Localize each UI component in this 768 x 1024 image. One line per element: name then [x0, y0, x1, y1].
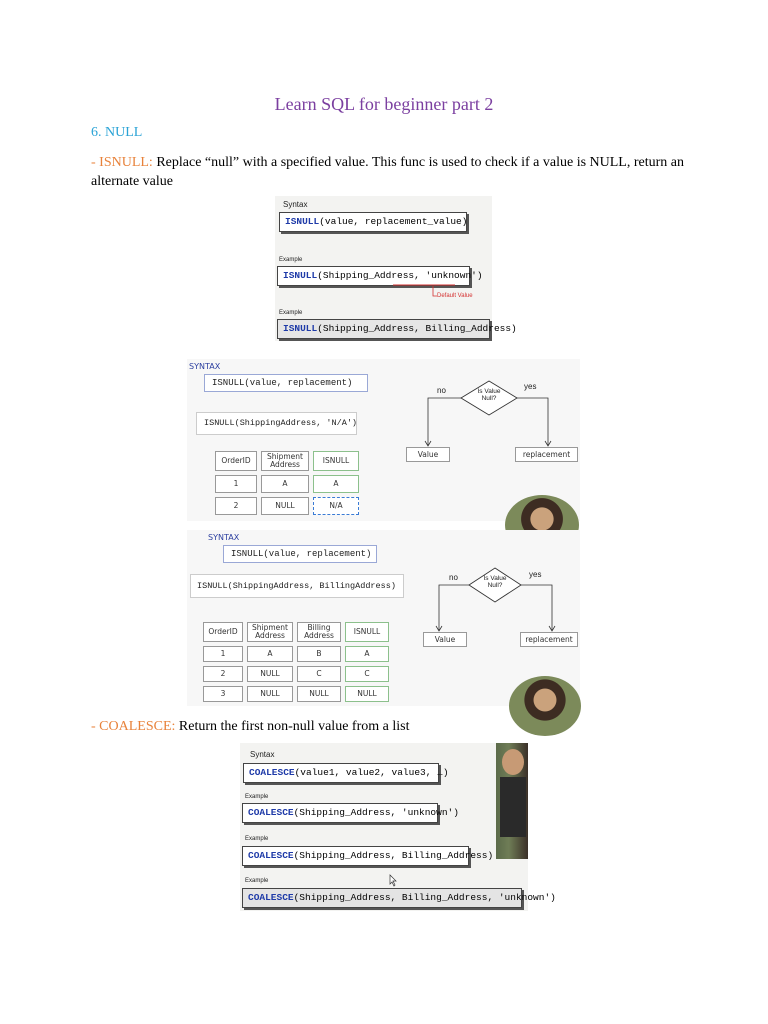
- table-cell: A: [313, 475, 359, 493]
- syntax-code: ISNULL(value, replacement): [204, 374, 368, 392]
- coalesce-example-code: COALESCE(Shipping_Address, 'unknown'): [242, 803, 459, 823]
- table-cell: 2: [203, 666, 243, 682]
- isnull-example-code-2: ISNULL(Shipping_Address, Billing_Address…: [277, 319, 517, 339]
- flow-replacement-box: replacement: [515, 447, 578, 462]
- flowchart: [424, 380, 552, 447]
- table-header: OrderID: [203, 622, 243, 642]
- syntax-label: SYNTAX: [189, 362, 221, 371]
- flowchart: [435, 567, 556, 632]
- flow-yes: yes: [529, 570, 542, 579]
- isnull-description: Replace “null” with a specified value. T…: [91, 155, 685, 189]
- cursor-icon: [389, 874, 397, 887]
- annotation-arrow: [393, 284, 455, 297]
- page-title: Learn SQL for beginner part 2: [274, 94, 494, 114]
- example-label: Example: [245, 878, 269, 884]
- example-label: Example: [245, 836, 269, 842]
- isnull-paragraph: - ISNULL: Replace “null” with a specifie…: [91, 153, 691, 191]
- example-code: ISNULL(ShippingAddress, BillingAddress): [190, 574, 404, 598]
- coalesce-example-code-2: COALESCE(Shipping_Address, Billing_Addre…: [242, 846, 493, 866]
- example-code: ISNULL(ShippingAddress, 'N/A'): [196, 412, 357, 435]
- table-cell: 2: [215, 497, 257, 515]
- function-keyword: ISNULL: [285, 216, 320, 227]
- table-cell: A: [345, 646, 389, 662]
- function-keyword: COALESCE: [248, 892, 294, 903]
- flow-decision: Is Value Null?: [483, 575, 507, 589]
- table-header: Shipment Address: [261, 451, 309, 471]
- example-args: (Shipping_Address, 'unknown'): [293, 807, 459, 818]
- isnull-two-column-image: SYNTAX ISNULL(value, replacement) ISNULL…: [187, 530, 581, 736]
- example-label: Example: [279, 310, 303, 316]
- syntax-label: SYNTAX: [208, 533, 240, 542]
- table-cell: 1: [215, 475, 257, 493]
- table-cell: NULL: [247, 666, 293, 682]
- syntax-code: ISNULL(value, replacement): [223, 545, 377, 563]
- syntax-label: Syntax: [283, 200, 308, 209]
- table-cell: A: [261, 475, 309, 493]
- coalesce-syntax-code: COALESCE(value1, value2, value3, …): [243, 763, 449, 783]
- flow-value-box: Value: [423, 632, 467, 647]
- table-cell: 3: [203, 686, 243, 702]
- isnull-syntax-code: ISNULL(value, replacement_value): [279, 212, 467, 232]
- example-args: (Shipping_Address, 'unknown'): [317, 270, 483, 281]
- function-keyword: ISNULL: [283, 270, 318, 281]
- syntax-args: (value1, value2, value3, …): [294, 767, 449, 778]
- flow-yes: yes: [524, 382, 537, 391]
- coalesce-paragraph: - COALESCE: Return the first non-null va…: [91, 717, 691, 736]
- isnull-example-code: ISNULL(Shipping_Address, 'unknown'): [277, 266, 483, 286]
- table-cell: NULL: [261, 497, 309, 515]
- table-cell: NULL: [247, 686, 293, 702]
- coalesce-description: Return the first non-null value from a l…: [175, 719, 410, 734]
- table-cell: B: [297, 646, 341, 662]
- example-args: (Shipping_Address, Billing_Address): [293, 850, 494, 861]
- syntax-args: (value, replacement_value): [319, 216, 468, 227]
- presenter-video: [496, 743, 528, 859]
- coalesce-example-code-3: COALESCE(Shipping_Address, Billing_Addre…: [242, 888, 556, 908]
- table-cell-selected: N/A: [313, 497, 359, 515]
- function-keyword: COALESCE: [249, 767, 295, 778]
- table-cell: C: [345, 666, 389, 682]
- table-cell: A: [247, 646, 293, 662]
- coalesce-term: - COALESCE:: [91, 719, 176, 734]
- section-heading: 6. NULL: [91, 125, 143, 140]
- flow-no: no: [449, 573, 458, 582]
- example-args: (Shipping_Address, Billing_Address): [317, 323, 517, 334]
- example-args: (Shipping_Address, Billing_Address, 'unk…: [293, 892, 556, 903]
- function-keyword: COALESCE: [248, 850, 294, 861]
- flow-decision: Is Value Null?: [477, 388, 501, 402]
- function-keyword: COALESCE: [248, 807, 294, 818]
- table-header: Billing Address: [297, 622, 341, 642]
- default-value-note: Default Value: [437, 293, 473, 299]
- coalesce-syntax-image: Syntax COALESCE(value1, value2, value3, …: [240, 743, 556, 911]
- flow-replacement-box: replacement: [520, 632, 578, 647]
- function-keyword: ISNULL: [283, 323, 318, 334]
- table-header: ISNULL: [313, 451, 359, 471]
- presenter-avatar: [509, 676, 581, 736]
- table-cell: C: [297, 666, 341, 682]
- isnull-term: - ISNULL:: [91, 155, 153, 170]
- table-header: Shipment Address: [247, 622, 293, 642]
- table-cell: NULL: [345, 686, 389, 702]
- flow-value-box: Value: [406, 447, 450, 462]
- table-cell: NULL: [297, 686, 341, 702]
- table-header: ISNULL: [345, 622, 389, 642]
- table-header: OrderID: [215, 451, 257, 471]
- syntax-label: Syntax: [250, 750, 275, 759]
- example-label: Example: [245, 794, 269, 800]
- isnull-whiteboard-image: SYNTAX ISNULL(value, replacement) ISNULL…: [187, 359, 580, 555]
- isnull-syntax-image: Syntax ISNULL(value, replacement_value) …: [275, 196, 517, 341]
- table-cell: 1: [203, 646, 243, 662]
- flow-no: no: [437, 386, 446, 395]
- example-label: Example: [279, 257, 303, 263]
